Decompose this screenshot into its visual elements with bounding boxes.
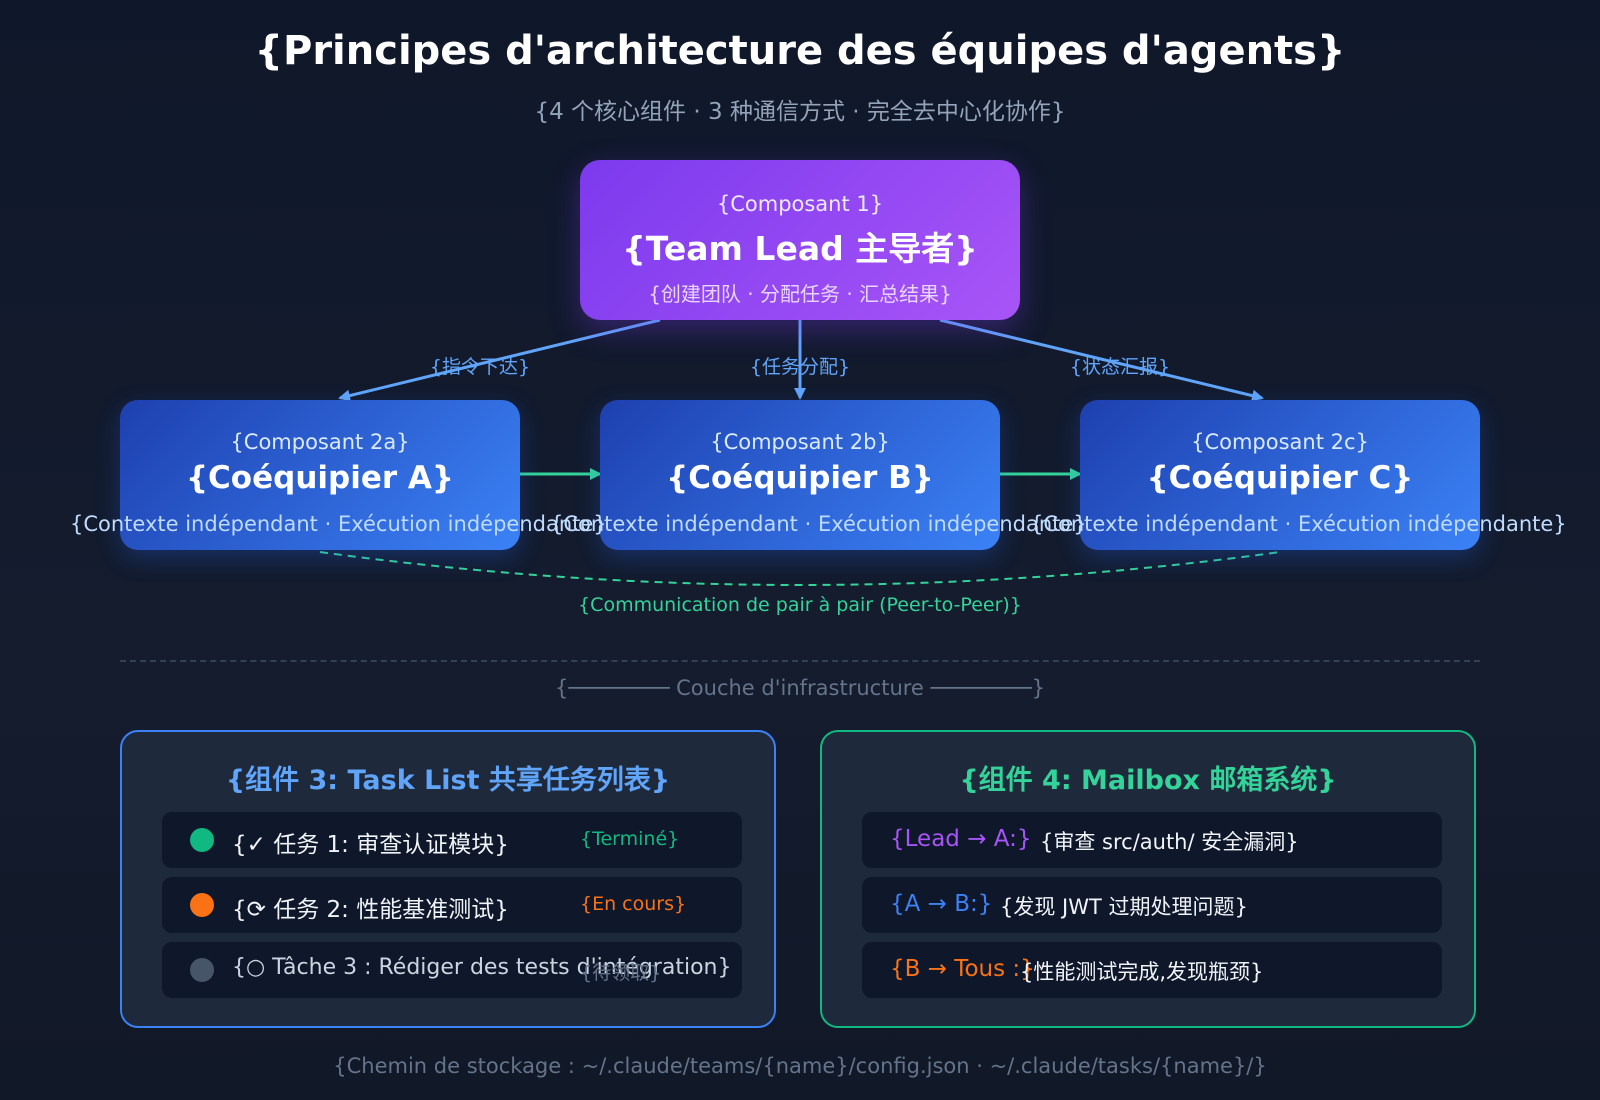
link-label-report: {状态汇报} [1069, 356, 1171, 378]
task-row: {⟳ 任务 2: 性能基准测试} {En cours} [162, 877, 742, 933]
task-list-panel: {组件 3: Task List 共享任务列表} {✓ 任务 1: 审查认证模块… [120, 730, 776, 1028]
message-text: {性能测试完成,发现瓶颈} [1020, 960, 1264, 984]
teammate-b-desc: {Contexte indépendant · Exécution indépe… [550, 512, 1087, 536]
teammate-kicker: {Composant 2c} [1191, 430, 1369, 454]
task-list-title: {组件 3: Task List 共享任务列表} [225, 765, 671, 796]
storage-path-footer: {Chemin de stockage : ~/.claude/teams/{n… [333, 1054, 1267, 1078]
status-dot-icon [190, 893, 214, 917]
teammate-c-desc: {Contexte indépendant · Exécution indépe… [1030, 512, 1567, 536]
page-title: {Principes d'architecture des équipes d'… [254, 28, 1346, 74]
teammate-name: {Coéquipier C} [1146, 460, 1414, 496]
task-status: {Terminé} [580, 828, 680, 850]
link-label-assign: {任务分配} [749, 356, 851, 378]
teammate-c-node: {Composant 2c} {Coéquipier C} [1080, 400, 1480, 550]
peer-to-peer-label: {Communication de pair à pair (Peer-to-P… [578, 594, 1022, 616]
lead-name: {Team Lead 主导者} [622, 229, 978, 268]
page-subtitle: {4 个核心组件 · 3 种通信方式 · 完全去中心化协作} [534, 99, 1066, 125]
status-dot-icon [190, 958, 214, 982]
teammate-a-node: {Composant 2a} {Coéquipier A} [120, 400, 520, 550]
message-route: {Lead → A:} [890, 826, 1032, 852]
mailbox-row: {B → Tous :} {性能测试完成,发现瓶颈} [862, 942, 1442, 998]
task-text: {⟳ 任务 2: 性能基准测试} [232, 897, 509, 923]
status-dot-icon [190, 828, 214, 852]
message-text: {审查 src/auth/ 安全漏洞} [1040, 830, 1299, 854]
task-text: {✓ 任务 1: 审查认证模块} [232, 832, 509, 858]
link-label-command: {指令下达} [429, 356, 531, 378]
teammate-name: {Coéquipier B} [666, 460, 934, 496]
teammate-b-node: {Composant 2b} {Coéquipier B} [600, 400, 1000, 550]
lead-kicker: {Composant 1} [716, 192, 884, 216]
teammate-a-desc: {Contexte indépendant · Exécution indépe… [70, 512, 607, 536]
task-row: {✓ 任务 1: 审查认证模块} {Terminé} [162, 812, 742, 868]
teammate-kicker: {Composant 2a} [230, 430, 410, 454]
lead-desc: {创建团队 · 分配任务 · 汇总结果} [648, 282, 952, 306]
teammate-kicker: {Composant 2b} [710, 430, 890, 454]
mailbox-row: {A → B:} {发现 JWT 过期处理问题} [862, 877, 1442, 933]
task-text: {○ Tâche 3 : Rédiger des tests d'intégra… [232, 955, 732, 980]
team-lead-node: {Composant 1} {Team Lead 主导者} {创建团队 · 分配… [580, 160, 1020, 320]
mailbox-panel: {组件 4: Mailbox 邮箱系统} {Lead → A:} {审查 src… [820, 730, 1476, 1028]
layer-separator [120, 660, 1480, 662]
task-row: {○ Tâche 3 : Rédiger des tests d'intégra… [162, 942, 742, 998]
peer-to-peer-arc [319, 551, 1281, 586]
task-status: {En cours} [580, 893, 687, 915]
task-status: {待领取} [580, 962, 662, 984]
infrastructure-label: {──────── Couche d'infrastructure ──────… [554, 676, 1046, 700]
mailbox-title: {组件 4: Mailbox 邮箱系统} [959, 765, 1337, 796]
mailbox-row: {Lead → A:} {审查 src/auth/ 安全漏洞} [862, 812, 1442, 868]
arrow-lead-to-a [338, 318, 661, 402]
teammate-name: {Coéquipier A} [185, 460, 454, 496]
message-route: {B → Tous :} [890, 956, 1035, 982]
arrow-lead-to-c [939, 318, 1264, 402]
message-route: {A → B:} [890, 891, 993, 917]
message-text: {发现 JWT 过期处理问题} [1000, 895, 1248, 919]
